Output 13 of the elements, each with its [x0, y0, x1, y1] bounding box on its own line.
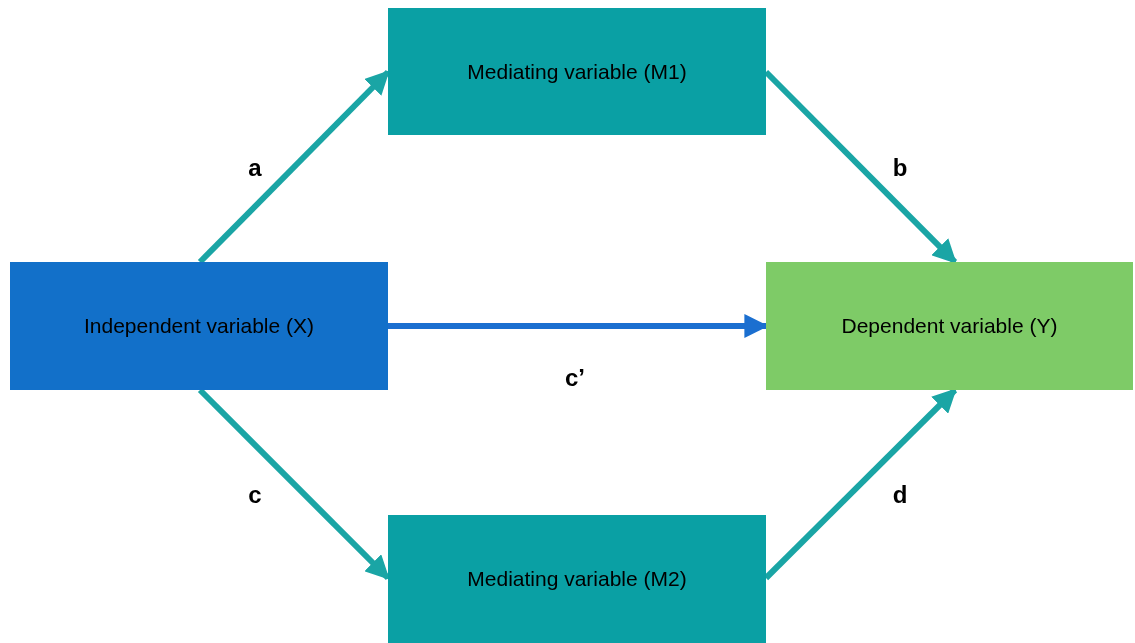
box-label: Independent variable (X)	[84, 313, 314, 340]
variable-box	[388, 515, 766, 643]
edge-label: c’	[565, 363, 585, 393]
variable-box	[766, 262, 1133, 390]
edge-label: b	[892, 153, 908, 183]
edge-label: d	[892, 480, 908, 510]
box-label: Dependent variable (Y)	[841, 313, 1058, 340]
variable-box	[388, 8, 766, 135]
edge-label: a	[248, 153, 262, 183]
variable-box	[10, 262, 388, 390]
edge-label: c	[248, 480, 262, 510]
box-label: Mediating variable (M2)	[467, 566, 687, 593]
box-label: Mediating variable (M1)	[467, 58, 687, 85]
